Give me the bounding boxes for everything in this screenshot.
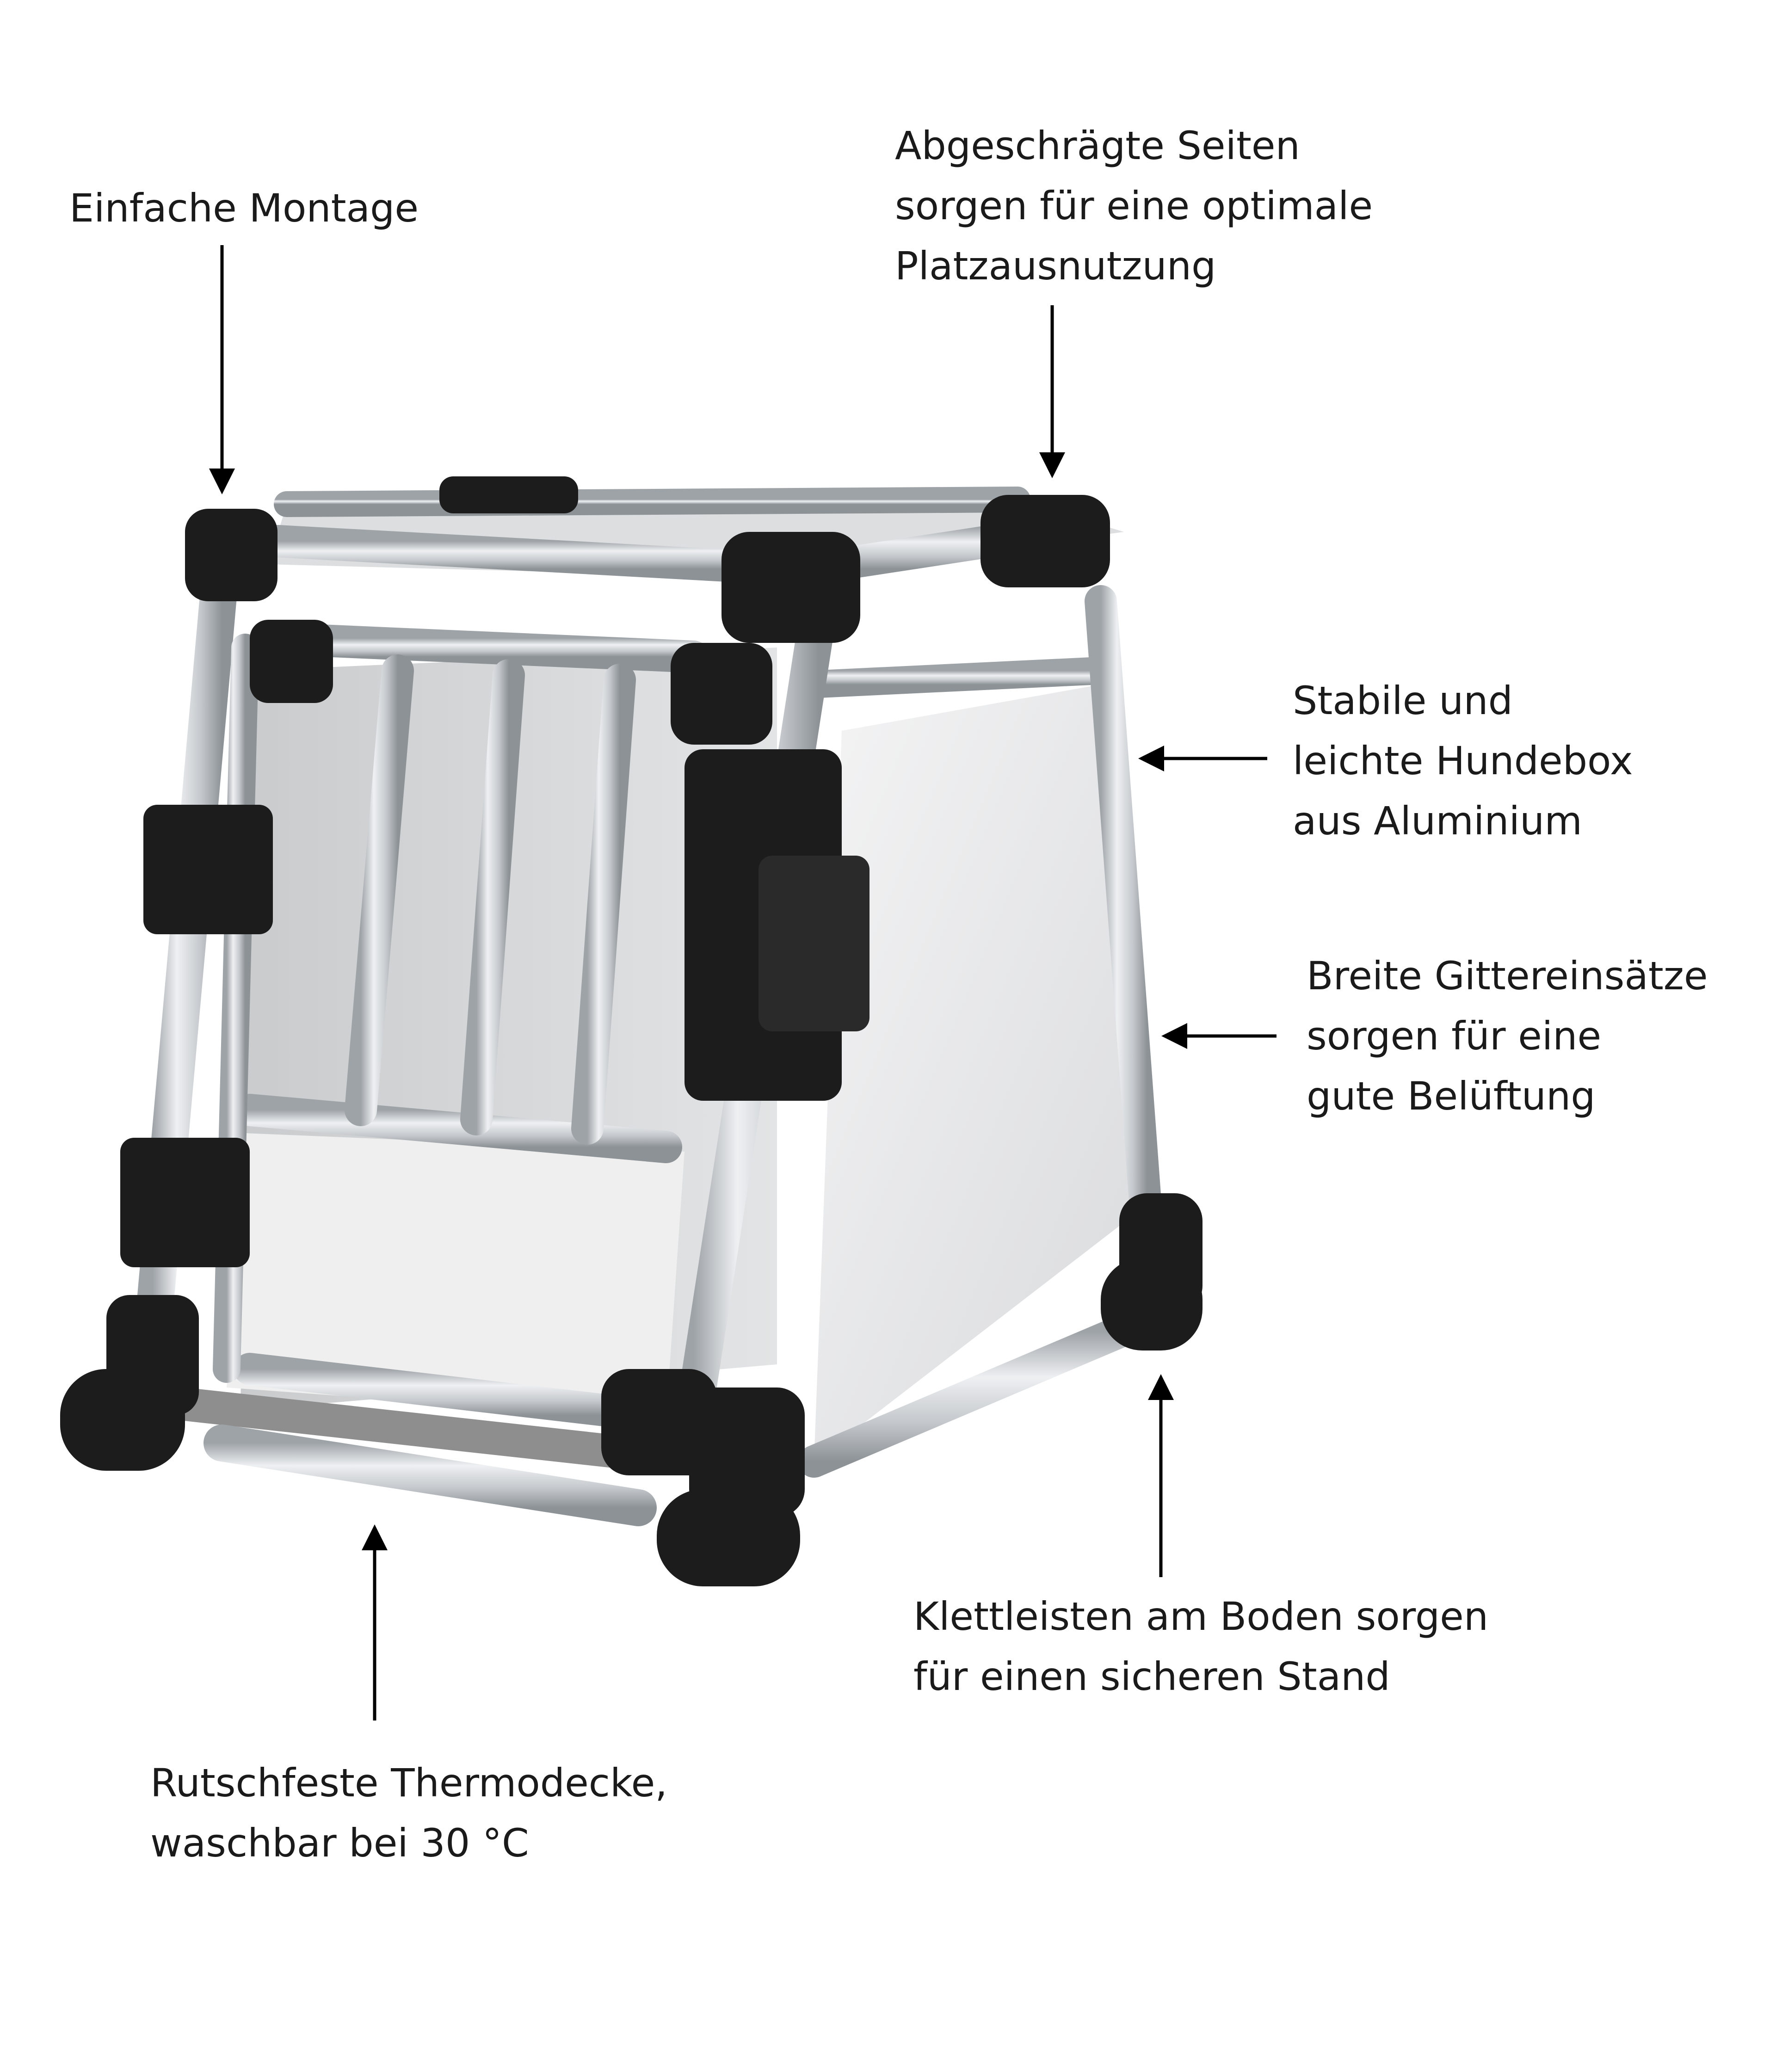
callout-line: sorgen für eine optimale [895, 183, 1373, 228]
callout-line: leichte Hundebox [1293, 738, 1633, 783]
thermo-blanket [176, 1388, 648, 1471]
callout-line: waschbar bei 30 °C [150, 1820, 529, 1866]
callout-line: aus Aluminium [1293, 798, 1583, 844]
corner-connectors [60, 476, 1202, 1586]
callout-aluminium-box: Stabile und leichte Hundebox aus Alumini… [1293, 671, 1633, 851]
callout-line: Rutschfeste Thermodecke, [150, 1760, 668, 1806]
callout-line: Breite Gittereinsätze [1307, 953, 1708, 999]
callout-line: Stabile und [1293, 678, 1513, 723]
callout-line: Klettleisten am Boden sorgen [913, 1594, 1489, 1639]
crate-side-panel [814, 684, 1138, 1462]
callout-velcro-strips: Klettleisten am Boden sorgen für einen s… [913, 1586, 1488, 1707]
callout-line: Einfache Montage [69, 185, 419, 231]
callout-line: gute Belüftung [1307, 1073, 1596, 1119]
callout-line: Platzausnutzung [895, 243, 1216, 289]
callout-line: für einen sicheren Stand [913, 1654, 1390, 1699]
door-lower-panel [227, 1133, 684, 1420]
callout-grille-inserts: Breite Gittereinsätze sorgen für eine gu… [1307, 946, 1708, 1126]
callout-line: Abgeschrägte Seiten [895, 123, 1300, 168]
callout-line: sorgen für eine [1307, 1013, 1602, 1059]
callout-assembly: Einfache Montage [69, 178, 419, 238]
callout-thermo-blanket: Rutschfeste Thermodecke, waschbar bei 30… [150, 1753, 667, 1873]
callout-slanted-sides: Abgeschrägte Seiten sorgen für eine opti… [895, 116, 1373, 296]
